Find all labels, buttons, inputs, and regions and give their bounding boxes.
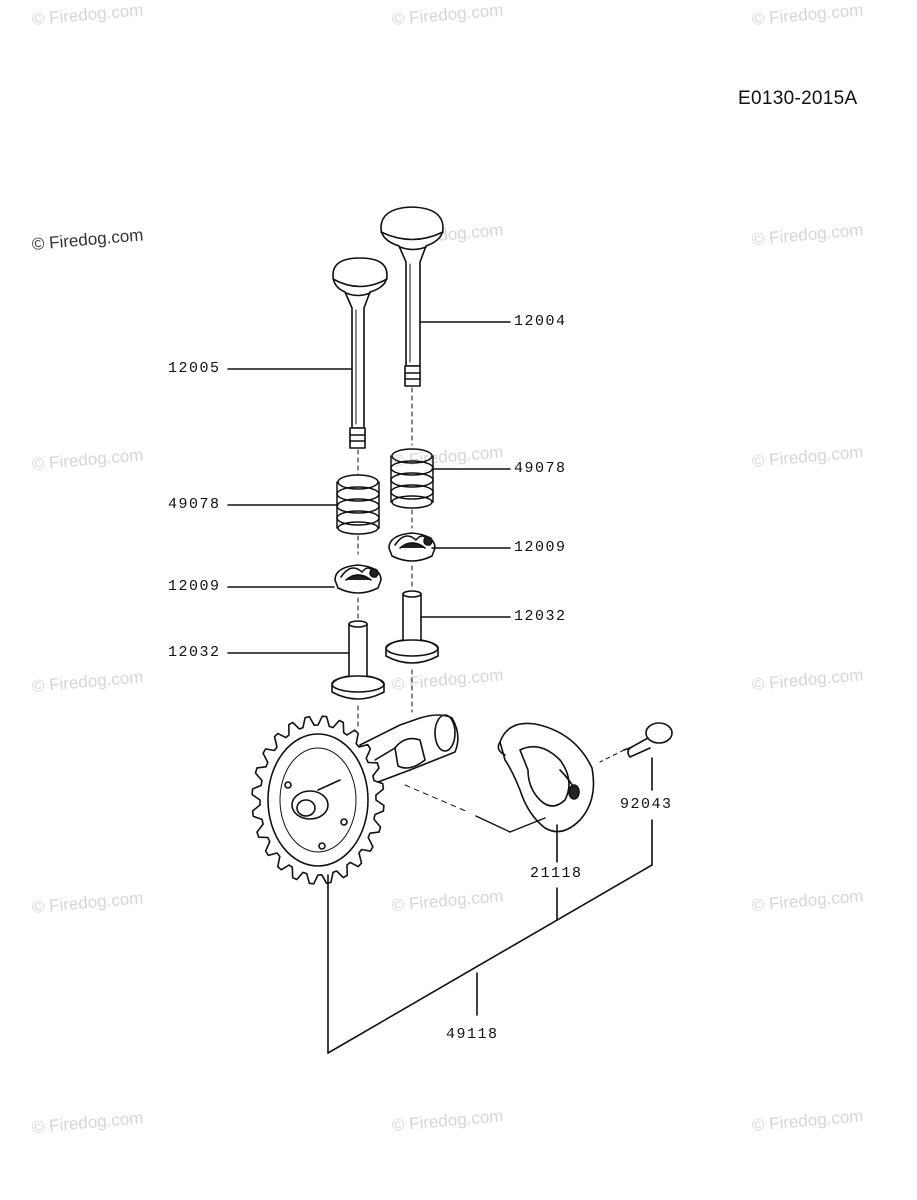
part-label-12005[interactable]: 12005 <box>168 360 221 377</box>
part-label-12009-right[interactable]: 12009 <box>514 539 567 556</box>
pin-drawing <box>599 722 673 763</box>
part-label-12032-right[interactable]: 12032 <box>514 608 567 625</box>
part-label-12009-left[interactable]: 12009 <box>168 578 221 595</box>
intake-valve-drawing <box>332 257 388 476</box>
spring-retainer-right-drawing <box>388 509 436 562</box>
part-label-92043[interactable]: 92043 <box>620 796 673 813</box>
part-label-21118[interactable]: 21118 <box>530 865 583 882</box>
part-label-49078-left[interactable]: 49078 <box>168 496 221 513</box>
valve-lifter-left-drawing <box>331 597 413 729</box>
diagram-code: E0130-2015A <box>738 88 858 109</box>
part-label-49078-right[interactable]: 49078 <box>514 460 567 477</box>
valve-spring-left-drawing <box>336 474 380 535</box>
part-label-49118[interactable]: 49118 <box>446 1026 499 1043</box>
cam-gear-drawing <box>251 715 385 885</box>
plate-drawing <box>497 722 595 833</box>
part-label-12004[interactable]: 12004 <box>514 313 567 330</box>
valve-lifter-right-drawing <box>385 565 439 664</box>
part-label-12032-left[interactable]: 12032 <box>168 644 221 661</box>
leader-lines <box>227 321 653 1054</box>
camshaft-drawing <box>359 714 459 786</box>
exhaust-valve-drawing <box>380 206 444 446</box>
valve-spring-right-drawing <box>390 448 434 509</box>
spring-retainer-left-drawing <box>334 535 382 594</box>
